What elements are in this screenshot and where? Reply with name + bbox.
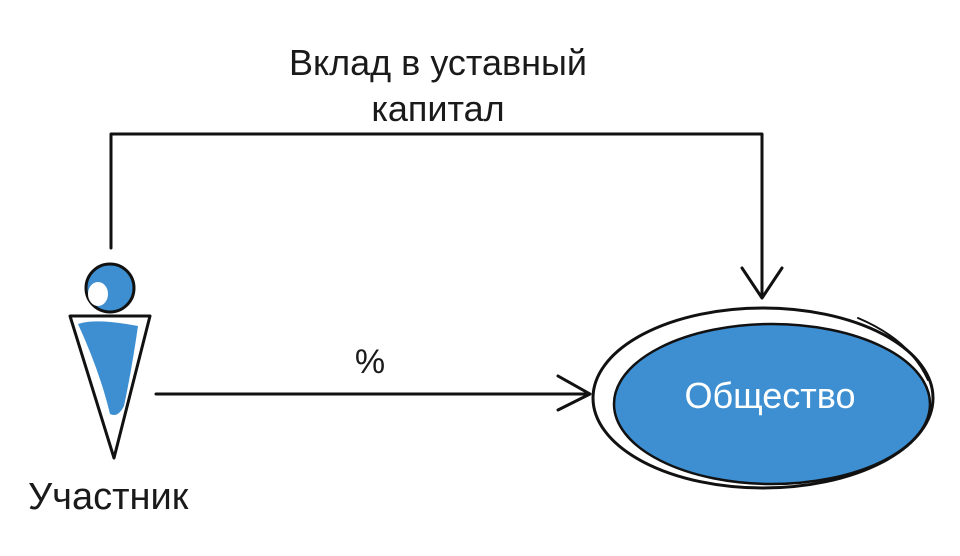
company-ellipse-fill: [612, 322, 932, 486]
company-node: [591, 306, 935, 490]
participant-label: Участник: [28, 476, 189, 518]
contribution-connector: [109, 132, 764, 298]
contribution-label: Вклад в уставный капитал: [238, 40, 638, 132]
percent-label: %: [354, 343, 386, 381]
participant-figure: [68, 262, 152, 460]
company-label: Общество: [684, 375, 856, 416]
contribution-arrowhead: [740, 266, 784, 300]
contribution-label-text: Вклад в уставный капитал: [288, 42, 588, 129]
company-sketch-stroke: [857, 317, 929, 381]
participant-body-fill: [78, 321, 138, 415]
percent-arrowhead: [556, 374, 592, 412]
participant-head-highlight: [88, 282, 108, 306]
